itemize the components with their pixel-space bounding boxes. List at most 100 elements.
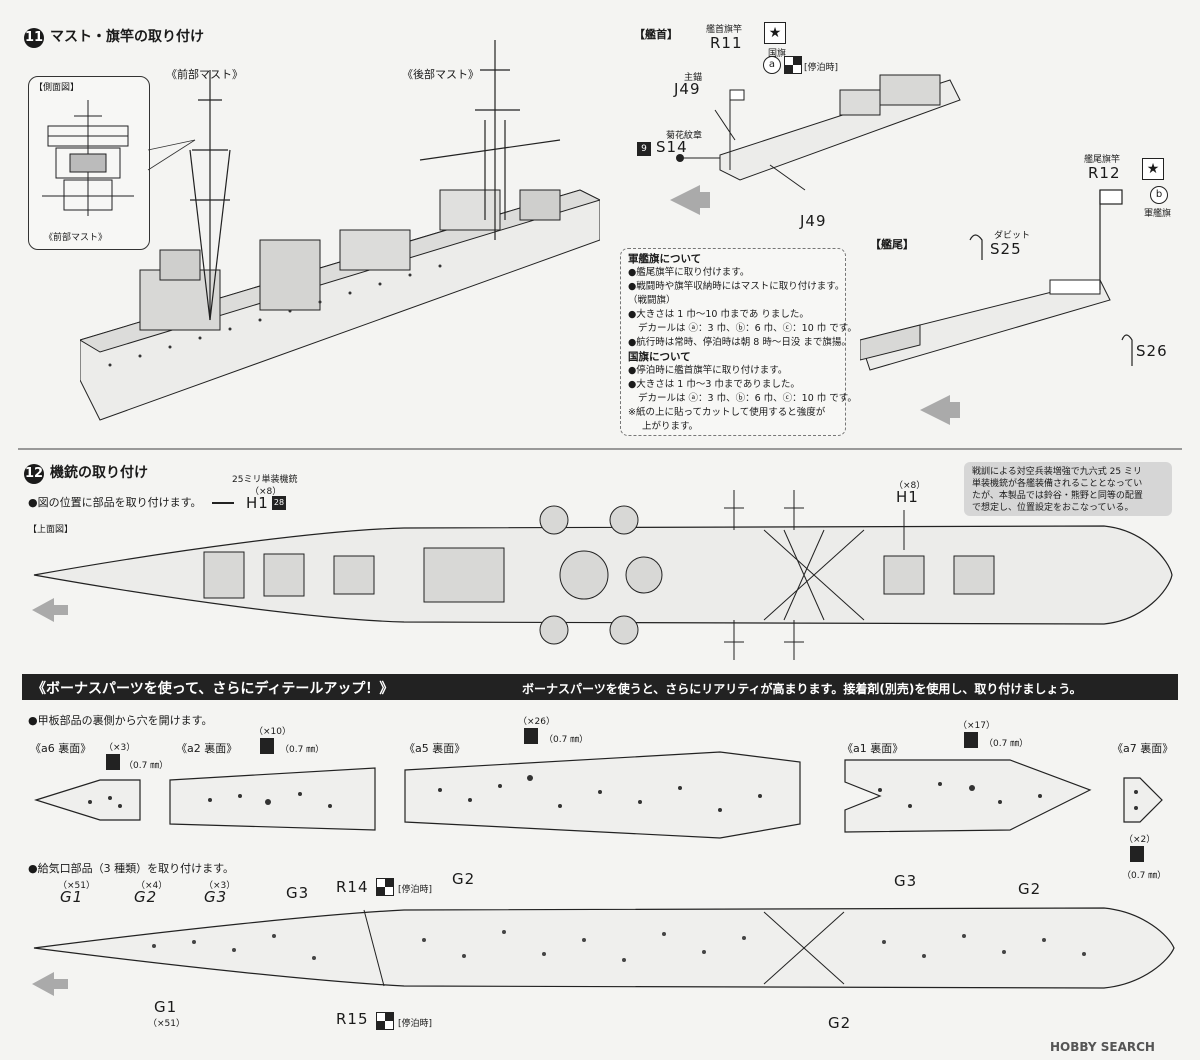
drill-icon — [260, 738, 274, 754]
star-icon-stern: ★ — [1142, 158, 1164, 180]
bow-label: 【艦首】 — [634, 28, 678, 41]
decal-ref-a: a — [763, 56, 781, 74]
vent-g3-qty: （×3） — [204, 881, 236, 891]
deck-parts-drawing — [33, 751, 1163, 839]
step-title-text: マスト・旗竿の取り付け — [50, 29, 204, 45]
top-view-label: 【上面図】 — [28, 525, 74, 535]
national-notes: ●停泊時に艦首旗竿に取り付けます。 ●大きさは 1 巾〜3 巾までありました。 … — [628, 364, 857, 434]
callout-g1-qty: （×51） — [148, 1019, 185, 1029]
watermark: HOBBY SEARCH — [1050, 1040, 1155, 1054]
step12-title: 12 機銃の取り付け — [24, 462, 148, 484]
part-a5-label: 《a5 裏面》 — [404, 742, 466, 755]
note-line: デカールは ⓐ：3 巾、ⓑ：6 巾、ⓒ：10 巾 です。 — [638, 323, 857, 334]
davit-part-lower: S26 — [1136, 342, 1168, 360]
note-line: ※紙の上に貼ってカットして使用すると強度が — [628, 407, 826, 418]
note-line: 上がります。 — [642, 421, 699, 432]
info-box — [964, 462, 1172, 516]
part-a7-label: 《a7 裏面》 — [1112, 742, 1174, 755]
stern-flag-caption: 艦尾旗竿 — [1084, 155, 1121, 165]
note-line: デカールは ⓐ：3 巾、ⓑ：6 巾、ⓒ：10 巾 です。 — [638, 393, 857, 404]
note-line: ●艦尾旗竿に取り付けます。 — [628, 267, 750, 278]
drill-instruction: ●甲板部品の裏側から穴を開けます。 — [28, 714, 213, 727]
stern-drawing — [860, 189, 1133, 425]
callout-qty: （×8） — [894, 481, 926, 491]
note-line: ●航行時は常時、停泊時は朝 8 時〜日没 まで旗揚。 — [628, 337, 851, 348]
bonus-title: 《ボーナスパーツを使って、さらにディテールアップ！》 — [32, 681, 394, 697]
bonus-banner: 《ボーナスパーツを使って、さらにディテールアップ！》 ボーナスパーツを使うと、さ… — [22, 674, 1178, 700]
callout-g2-left: G2 — [452, 870, 476, 888]
ship-perspective-drawing — [80, 40, 600, 421]
ensign-notes-title: 軍艦旗について — [628, 253, 702, 265]
side-view-label: 【側面図】 — [34, 83, 80, 93]
vent-g2-qty: （×4） — [136, 881, 168, 891]
part-a6-qty: （×3） — [104, 743, 136, 753]
gun-part: H1 — [246, 494, 269, 512]
bow-drawing — [670, 74, 961, 215]
info-line: たが、本製品では鈴谷・熊野と同等の配置 — [972, 491, 1143, 501]
stern-flag-part: R12 — [1088, 164, 1121, 182]
aft-mast-label: 《後部マスト》 — [402, 68, 479, 81]
checker-flag-icon — [784, 56, 802, 74]
vent-g2-part: G2 — [134, 888, 158, 906]
note-line: ●戦闘時や旗竿収納時にはマストに取り付けます。 — [628, 281, 845, 292]
vent-instruction: ●給気口部品（3 種類）を取り付けます。 — [28, 862, 234, 875]
drill-icon — [524, 728, 538, 744]
info-line: で想定し、位置設定をおこなっている。 — [972, 503, 1134, 513]
note-line: （戦闘旗） — [628, 295, 676, 306]
note-line: ●大きさは 1 巾〜10 巾まであ りました。 — [628, 309, 809, 320]
gun-badge: 28 — [272, 496, 286, 510]
info-box-text: 戦訓による対空兵装増強で九六式 25 ミリ 単装機銃が各艦装備されることとなって… — [972, 466, 1143, 514]
drill-size: （0.7 ㎜） — [544, 735, 589, 745]
note-line: ●停泊時に艦首旗竿に取り付けます。 — [628, 365, 788, 376]
bonus-subtitle: ボーナスパーツを使うと、さらにリアリティが高まります。接着剤(別売)を使用し、取… — [522, 682, 1082, 696]
step-number-badge: 12 — [24, 464, 44, 484]
vent-g3-part: G3 — [204, 888, 228, 906]
fore-mast-inset-label: 《前部マスト》 — [44, 233, 108, 243]
info-line: 戦訓による対空兵装増強で九六式 25 ミリ — [972, 467, 1142, 477]
callout-g3-left: G3 — [286, 884, 310, 902]
anchored-note: [停泊時] — [804, 63, 839, 73]
ensign-caption: 軍艦旗 — [1144, 209, 1172, 219]
part-a2-qty: （×10） — [254, 727, 291, 737]
drill-size: （0.7 ㎜） — [280, 745, 325, 755]
crest-caption: 菊花紋章 — [666, 131, 703, 141]
anchor-part: J49 — [674, 80, 701, 98]
part-a7-qty: （×2） — [1124, 835, 1156, 845]
callout-r14-note: [停泊時] — [398, 885, 433, 895]
crest-badge: 9 — [637, 142, 651, 156]
step12-instruction: ●図の位置に部品を取り付けます。 — [28, 496, 202, 509]
part-a1-label: 《a1 裏面》 — [842, 742, 904, 755]
drill-size: （0.7 ㎜） — [984, 739, 1029, 749]
part-a5-qty: （×26） — [518, 717, 555, 727]
callout-r15: R15 — [336, 1010, 369, 1028]
drill-size: （0.7 ㎜） — [1122, 871, 1167, 881]
national-notes-title: 国旗について — [628, 351, 691, 363]
part-a2-label: 《a2 裏面》 — [176, 742, 238, 755]
drill-size: （0.7 ㎜） — [124, 761, 169, 771]
drill-icon — [106, 754, 120, 770]
step-number-badge: 11 — [24, 28, 44, 48]
crest-part: S14 — [656, 138, 688, 156]
part-a6-label: 《a6 裏面》 — [30, 742, 92, 755]
ship-top-view-vents — [32, 907, 1175, 996]
fore-mast-label: 《前部マスト》 — [166, 68, 243, 81]
fore-mast-inset-drawing — [42, 100, 134, 216]
vent-g1-qty: （×51） — [58, 881, 95, 891]
callout-r14: R14 — [336, 878, 369, 896]
drill-icon — [1130, 846, 1144, 862]
vent-g1-part: G1 — [60, 888, 84, 906]
info-line: 単装機銃が各艦装備されることとなってい — [972, 479, 1143, 489]
davit-part: S25 — [990, 240, 1022, 258]
callout-g2-bottom: G2 — [828, 1014, 852, 1032]
checker-flag-icon — [376, 1012, 394, 1030]
star-icon: ★ — [764, 22, 786, 44]
part-a1-qty: （×17） — [958, 721, 995, 731]
drill-icon — [964, 732, 978, 748]
checker-flag-icon — [376, 878, 394, 896]
machine-gun-icon — [212, 494, 234, 504]
bow-flag-part: R11 — [710, 34, 743, 52]
step-title-text: 機銃の取り付け — [50, 465, 148, 481]
step11-title: 11 マスト・旗竿の取り付け — [24, 26, 204, 48]
gun-caption: 25ミリ単装機銃 — [232, 475, 298, 485]
